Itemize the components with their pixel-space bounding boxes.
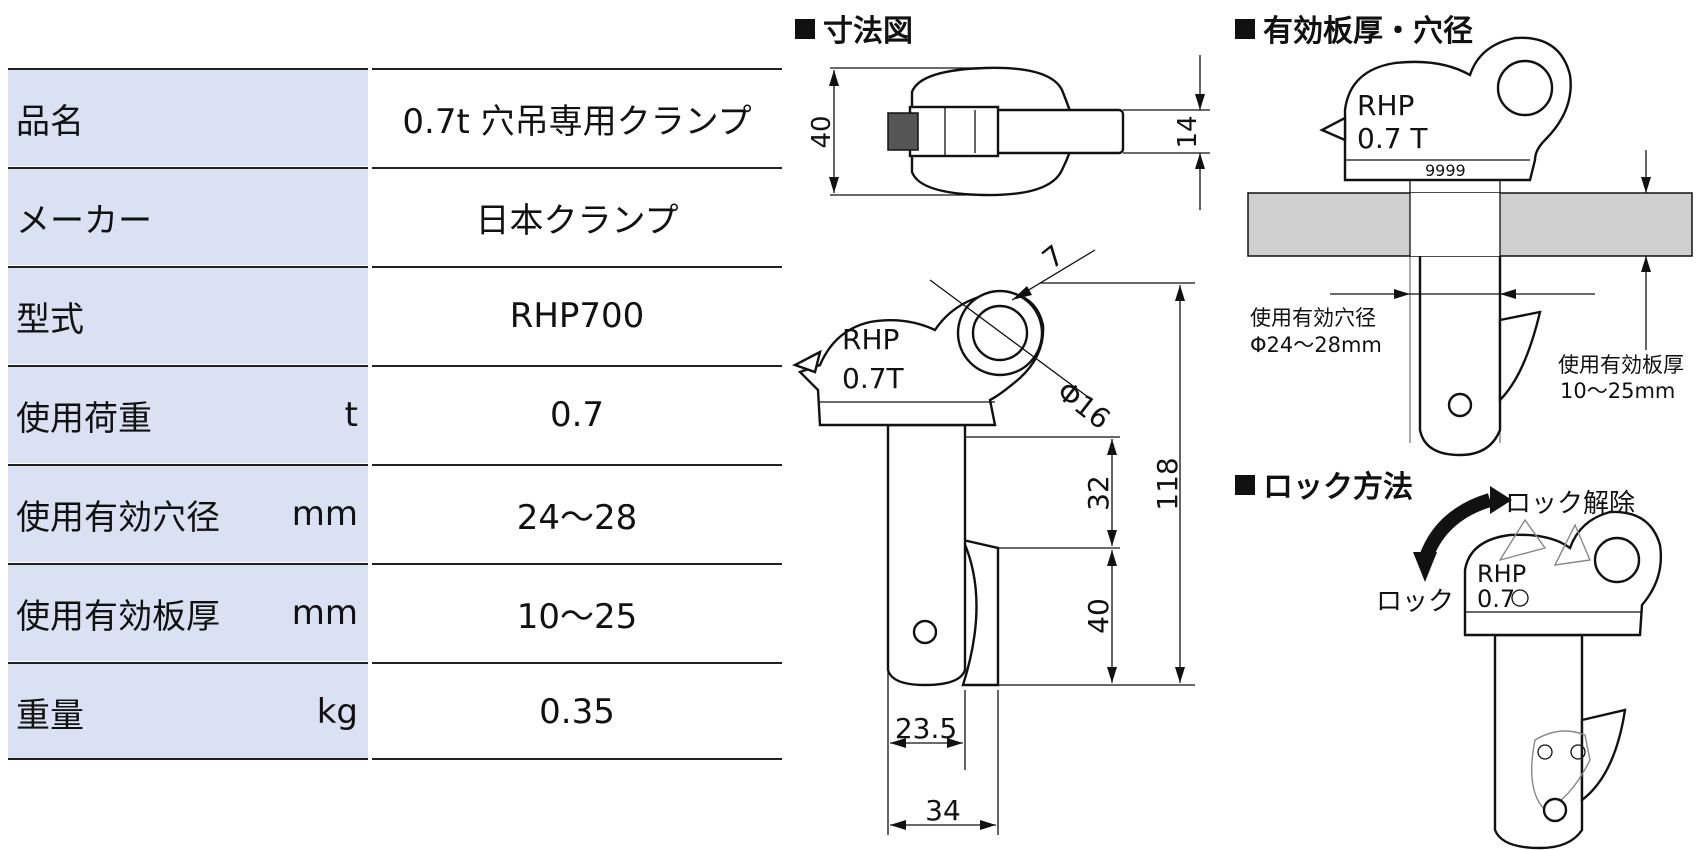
hole-dia-label: 使用有効穴径	[1250, 306, 1376, 330]
spec-row-hole-dia: 使用有効穴径 mm 24～28	[8, 464, 782, 563]
front-body-text-2: 0.7T	[842, 362, 905, 395]
lock-drawing: ロック解除 ロック RHP 0.7	[1376, 486, 1663, 850]
spec-row-plate-thickness: 使用有効板厚 mm 10～25	[8, 563, 782, 662]
plate-body-text-2: 0.7 T	[1357, 122, 1428, 155]
lock-body-text-2: 0.7	[1477, 585, 1515, 613]
plate-drawing: RHP 0.7 T 9999 使用有効穴径 Φ24～28mm 使用有効板厚 10…	[1247, 36, 1693, 457]
dim-ring-width: 7	[1036, 239, 1070, 276]
spec-row-weight: 重量 kg 0.35	[8, 662, 782, 761]
plate-thickness-label: 使用有効板厚	[1558, 353, 1684, 377]
spec-label: 重量	[16, 695, 84, 736]
spec-row-maker: メーカー 日本クランプ	[8, 167, 782, 266]
spec-label: 品名	[16, 101, 84, 142]
release-label: ロック解除	[1505, 489, 1635, 519]
spec-label: 使用有効穴径	[16, 497, 220, 538]
spec-table: 品名 0.7t 穴吊専用クランプ メーカー 日本クランプ 型式 RHP700 使…	[8, 68, 782, 761]
spec-unit: kg	[316, 692, 358, 732]
dim-shank-width: 23.5	[895, 712, 957, 745]
spec-label: 型式	[16, 299, 84, 340]
square-bullet-icon	[1235, 19, 1255, 39]
lock-body-text-1: RHP	[1477, 560, 1526, 588]
plate-serial: 9999	[1425, 161, 1466, 180]
plate-body-text-1: RHP	[1357, 89, 1414, 122]
dim-shank-lower: 40	[1082, 598, 1115, 634]
spec-unit: t	[344, 395, 358, 435]
spec-value: 0.7t 穴吊専用クランプ	[372, 68, 782, 166]
dim-hole-dia: Φ16	[1051, 375, 1117, 437]
spec-value: 0.7	[372, 365, 782, 463]
spec-row-product-name: 品名 0.7t 穴吊専用クランプ	[8, 68, 782, 167]
front-view-drawing: RHP 0.7T 7 Φ16 118 32 40 23	[791, 239, 1195, 835]
spec-row-model: 型式 RHP700	[8, 266, 782, 365]
square-bullet-icon	[795, 19, 815, 39]
dim-total-height: 118	[1151, 457, 1184, 510]
hole-dia-value: Φ24～28mm	[1250, 333, 1382, 357]
spec-label: 使用有効板厚	[16, 596, 220, 637]
spec-row-load: 使用荷重 t 0.7	[8, 365, 782, 464]
spec-unit: mm	[291, 494, 358, 534]
spec-unit: mm	[291, 593, 358, 633]
table-bottom-rule	[8, 758, 782, 760]
spec-value: RHP700	[372, 266, 782, 364]
front-body-text-1: RHP	[842, 323, 899, 356]
dim-shank-upper: 32	[1082, 475, 1115, 511]
lock-label: ロック	[1376, 587, 1454, 617]
dimension-heading: 寸法図	[795, 6, 913, 50]
square-bullet-icon	[1235, 475, 1255, 495]
dim-overall-width: 34	[925, 794, 961, 827]
spec-label: 使用荷重	[16, 398, 152, 439]
plate-thickness-value: 10～25mm	[1560, 379, 1675, 403]
plate-heading: 有効板厚・穴径	[1235, 6, 1473, 50]
spec-value: 24～28	[372, 464, 782, 562]
spec-value: 日本クランプ	[372, 167, 782, 265]
spec-value: 0.35	[372, 662, 782, 760]
dim-width-top: 40	[807, 115, 837, 148]
lock-heading: ロック方法	[1235, 462, 1413, 506]
dim-thickness: 14	[1173, 115, 1203, 148]
top-view-drawing: 40 14	[807, 55, 1210, 210]
spec-value: 10～25	[372, 563, 782, 661]
spec-label: メーカー	[16, 200, 152, 241]
